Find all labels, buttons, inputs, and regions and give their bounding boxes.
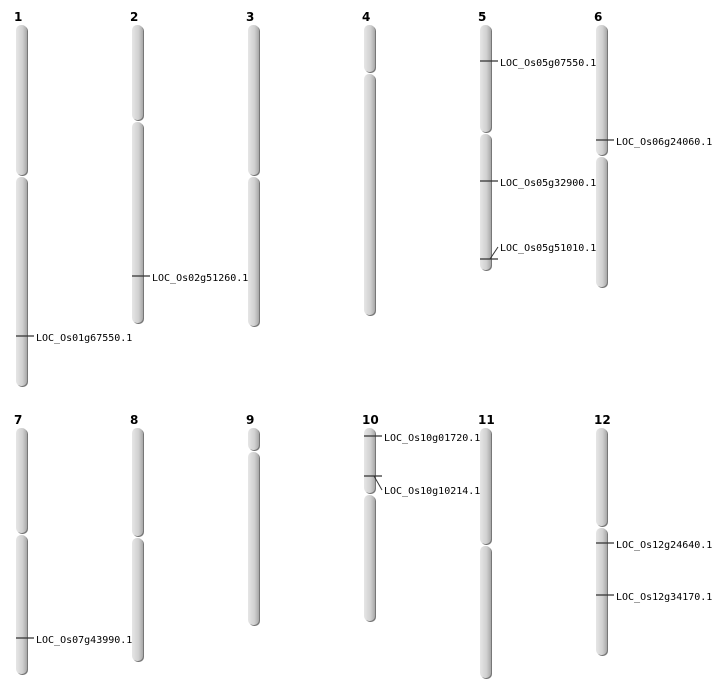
marker-connector (373, 475, 383, 491)
marker-label: LOC_Os01g67550.1 (36, 333, 132, 344)
short-arm (132, 25, 143, 120)
marker-label: LOC_Os07g43990.1 (36, 635, 132, 646)
chromosome-label: 5 (478, 10, 486, 24)
short-arm (248, 25, 259, 175)
chromosome-label: 10 (362, 413, 379, 427)
chromosome-label: 2 (130, 10, 138, 24)
chromosome-4: 4 (362, 10, 376, 316)
chromosome-label: 12 (594, 413, 611, 427)
long-arm (132, 122, 143, 323)
marker-label: LOC_Os06g24060.1 (616, 137, 712, 148)
short-arm (480, 25, 491, 132)
marker-connector (489, 246, 499, 260)
long-arm (248, 452, 259, 625)
chromosome-3: 3 (246, 10, 260, 327)
short-arm (248, 428, 259, 450)
marker-label: LOC_Os12g24640.1 (616, 540, 712, 551)
long-arm (16, 177, 27, 386)
short-arm (364, 428, 375, 493)
long-arm (132, 538, 143, 661)
chromosome-9: 9 (246, 413, 260, 626)
chromosome-label: 4 (362, 10, 370, 24)
chromosome-label: 8 (130, 413, 138, 427)
long-arm (16, 535, 27, 674)
long-arm (480, 134, 491, 270)
chromosome-5: 5LOC_Os05g07550.1LOC_Os05g32900.1LOC_Os0… (478, 10, 596, 271)
chromosome-label: 11 (478, 413, 495, 427)
chromosome-label: 1 (14, 10, 22, 24)
long-arm (248, 177, 259, 326)
short-arm (16, 25, 27, 175)
marker-label: LOC_Os05g51010.1 (500, 243, 596, 254)
chromosome-label: 7 (14, 413, 22, 427)
short-arm (16, 428, 27, 533)
marker-label: LOC_Os12g34170.1 (616, 592, 712, 603)
long-arm (596, 157, 607, 287)
marker-label: LOC_Os05g32900.1 (500, 178, 596, 189)
long-arm (364, 74, 375, 315)
marker-label: LOC_Os02g51260.1 (152, 273, 248, 284)
chromosome-label: 6 (594, 10, 602, 24)
long-arm (364, 495, 375, 621)
chromosome-11: 11 (478, 413, 495, 679)
long-arm (480, 546, 491, 678)
short-arm (132, 428, 143, 536)
short-arm (364, 25, 375, 72)
marker-label: LOC_Os10g01720.1 (384, 433, 480, 444)
long-arm (596, 528, 607, 655)
chromosome-label: 3 (246, 10, 254, 24)
short-arm (596, 428, 607, 526)
marker-label: LOC_Os10g10214.1 (384, 486, 480, 497)
marker-label: LOC_Os05g07550.1 (500, 58, 596, 69)
chromosome-label: 9 (246, 413, 254, 427)
chromosome-8: 8 (130, 413, 144, 662)
short-arm (480, 428, 491, 544)
short-arm (596, 25, 607, 155)
